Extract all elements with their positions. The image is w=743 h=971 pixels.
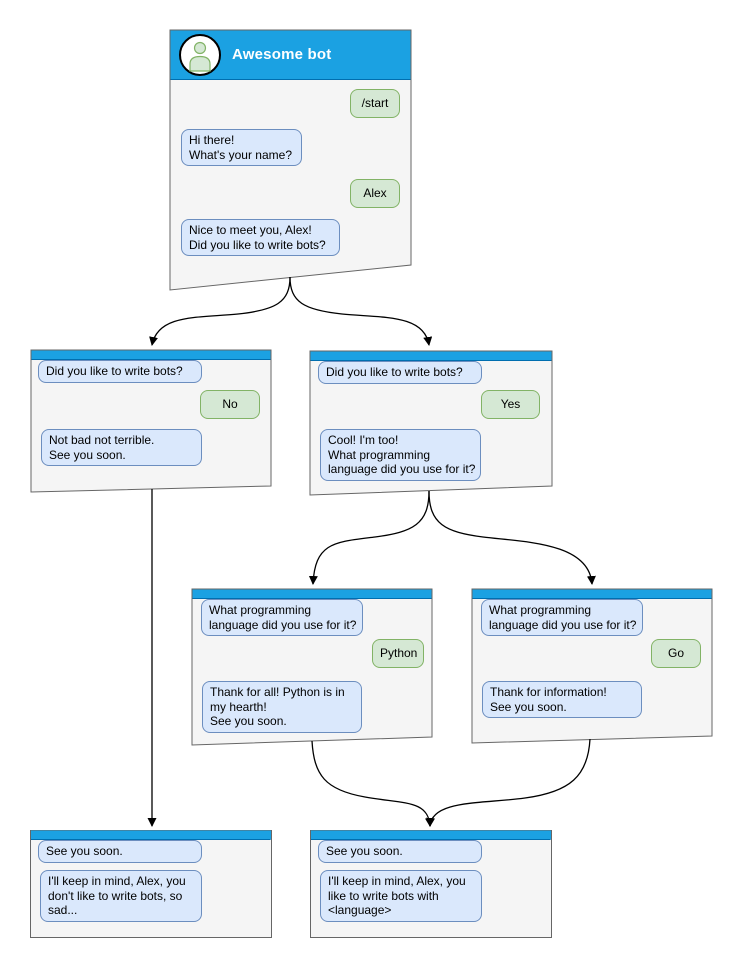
user-message-bubble: Alex (350, 179, 400, 208)
bot-message-bubble: What programming language did you use fo… (201, 599, 363, 637)
bot-message-bubble: See you soon. (38, 840, 202, 863)
user-message-bubble: /start (350, 89, 400, 118)
bot-message-bubble: What programming language did you use fo… (481, 599, 643, 637)
node-end-yes-titlebar (311, 830, 551, 840)
bot-avatar-icon (179, 34, 221, 76)
bot-message-bubble: I'll keep in mind, Alex, you don't like … (40, 870, 202, 922)
bot-message-bubble: See you soon. (318, 840, 482, 863)
edge-go-to-end-yes (426, 738, 591, 827)
bot-message-bubble: Nice to meet you, Alex! Did you like to … (181, 219, 340, 257)
edges (147, 276, 596, 827)
bot-message-bubble: Hi there! What's your name? (181, 129, 302, 167)
bot-message-bubble: I'll keep in mind, Alex, you like to wri… (320, 870, 482, 922)
user-message-bubble: Go (651, 639, 701, 668)
bot-message-bubble: Cool! I'm too! What programming language… (320, 429, 481, 481)
node-branch-no-titlebar (31, 350, 271, 360)
bot-window-title: Awesome bot (232, 46, 332, 63)
edge-root-to-branch-no (149, 276, 291, 346)
user-message-bubble: No (200, 390, 260, 419)
bot-message-bubble: Did you like to write bots? (318, 361, 482, 384)
edge-root-to-branch-yes (289, 276, 433, 346)
user-message-bubble: Yes (481, 390, 540, 419)
edge-python-to-end-yes (311, 740, 434, 827)
node-branch-go-titlebar (472, 589, 712, 599)
node-branch-yes-titlebar (310, 351, 552, 361)
user-message-bubble: Python (372, 639, 424, 668)
edge-branch-yes-to-python (308, 490, 430, 585)
node-branch-python-titlebar (192, 589, 432, 599)
edge-branch-yes-to-go (428, 490, 596, 585)
bot-message-bubble: Did you like to write bots? (38, 360, 202, 383)
bot-message-bubble: Not bad not terrible. See you soon. (41, 429, 202, 467)
bot-message-bubble: Thank for information! See you soon. (482, 681, 642, 719)
bot-message-bubble: Thank for all! Python is in my hearth! S… (202, 681, 362, 733)
node-end-no-titlebar (31, 830, 271, 840)
